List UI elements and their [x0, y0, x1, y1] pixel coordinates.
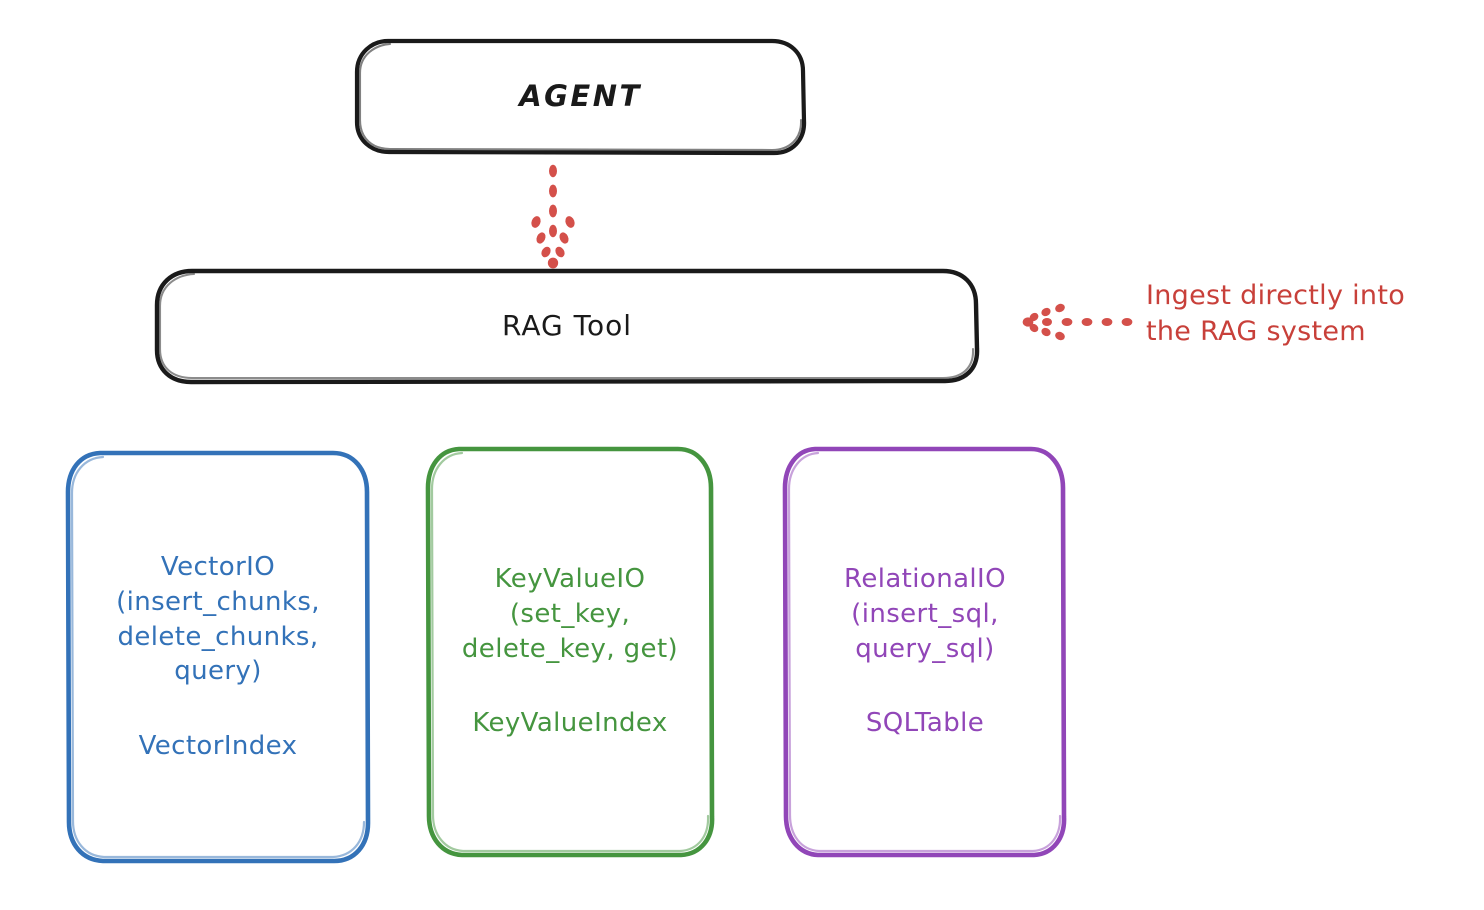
relational-io-label: RelationalIO (insert_sql, query_sql) [844, 563, 1006, 664]
sql-table-label: SQLTable [865, 708, 985, 739]
vector-io-box[interactable]: VectorIO (insert_chunks, delete_chunks, … [68, 452, 368, 862]
vector-io-label: VectorIO (insert_chunks, delete_chunks, … [116, 551, 320, 687]
rag-tool-box[interactable]: RAG Tool [156, 270, 978, 382]
rag-tool-label: RAG Tool [502, 309, 632, 343]
key-value-io-box[interactable]: KeyValueIO (set_key, delete_key, get) Ke… [428, 448, 712, 855]
vector-index-label: VectorIndex [138, 731, 298, 762]
agent-box[interactable]: AGENT [356, 40, 805, 153]
ingest-annotation-text: Ingest directly into the RAG system [1146, 280, 1406, 347]
key-value-index-label: KeyValueIndex [472, 708, 668, 739]
relational-io-box[interactable]: RelationalIO (insert_sql, query_sql) SQL… [785, 448, 1065, 855]
ingest-annotation-arrow [1022, 303, 1133, 341]
agent-label: AGENT [519, 78, 642, 113]
agent-to-rag-tool-arrow [531, 164, 575, 269]
key-value-io-label: KeyValueIO (set_key, delete_key, get) [461, 563, 679, 664]
